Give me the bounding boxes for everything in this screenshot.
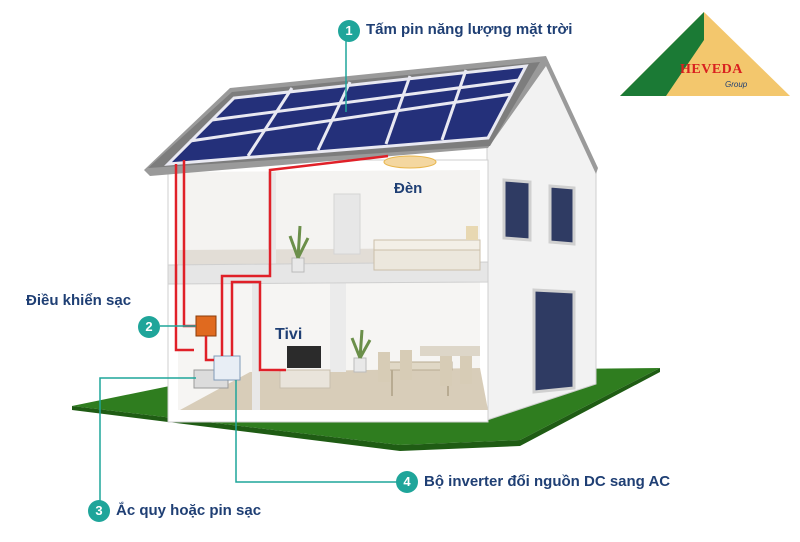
badge-2: 2 bbox=[138, 316, 160, 338]
badge-4: 4 bbox=[396, 471, 418, 493]
badge-1: 1 bbox=[338, 20, 360, 42]
charge-controller-unit bbox=[195, 315, 217, 337]
label-light: Đèn bbox=[394, 180, 423, 197]
solar-panel-array bbox=[164, 64, 529, 166]
badge-3: 3 bbox=[88, 500, 110, 522]
callout-lines bbox=[99, 30, 404, 510]
label-charge-controller: Điều khiển sạc bbox=[26, 292, 132, 309]
label-battery: Ắc quy hoặc pin sạc bbox=[116, 502, 262, 519]
label-tv: Tivi bbox=[275, 326, 303, 343]
logo-sub: Group bbox=[725, 80, 748, 89]
ceiling-light bbox=[383, 155, 437, 169]
label-solar-panel: Tấm pin năng lượng mặt trời bbox=[366, 21, 573, 38]
logo-name: HEVEDA bbox=[680, 62, 743, 77]
label-inverter: Bộ inverter đổi nguồn DC sang AC bbox=[424, 473, 671, 490]
inverter-unit bbox=[213, 355, 241, 381]
